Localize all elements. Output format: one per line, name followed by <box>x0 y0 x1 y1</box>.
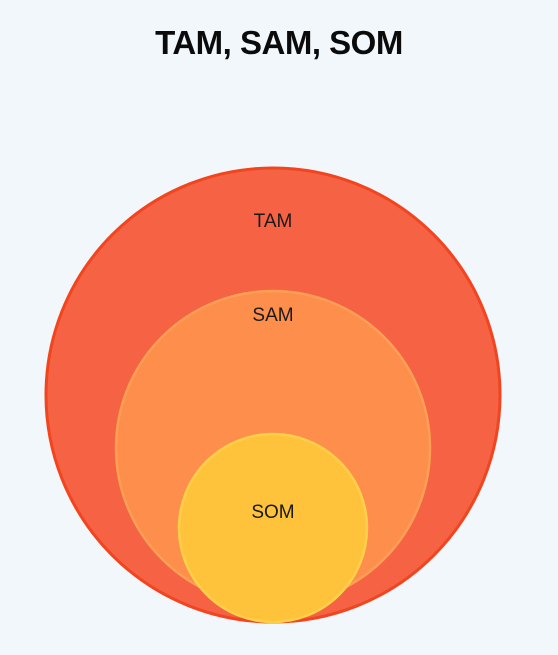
som-circle <box>177 432 369 624</box>
sam-label: SAM <box>252 305 293 326</box>
tam-label: TAM <box>254 211 293 232</box>
diagram-title: TAM, SAM, SOM <box>155 24 403 61</box>
som-label: SOM <box>251 502 294 523</box>
